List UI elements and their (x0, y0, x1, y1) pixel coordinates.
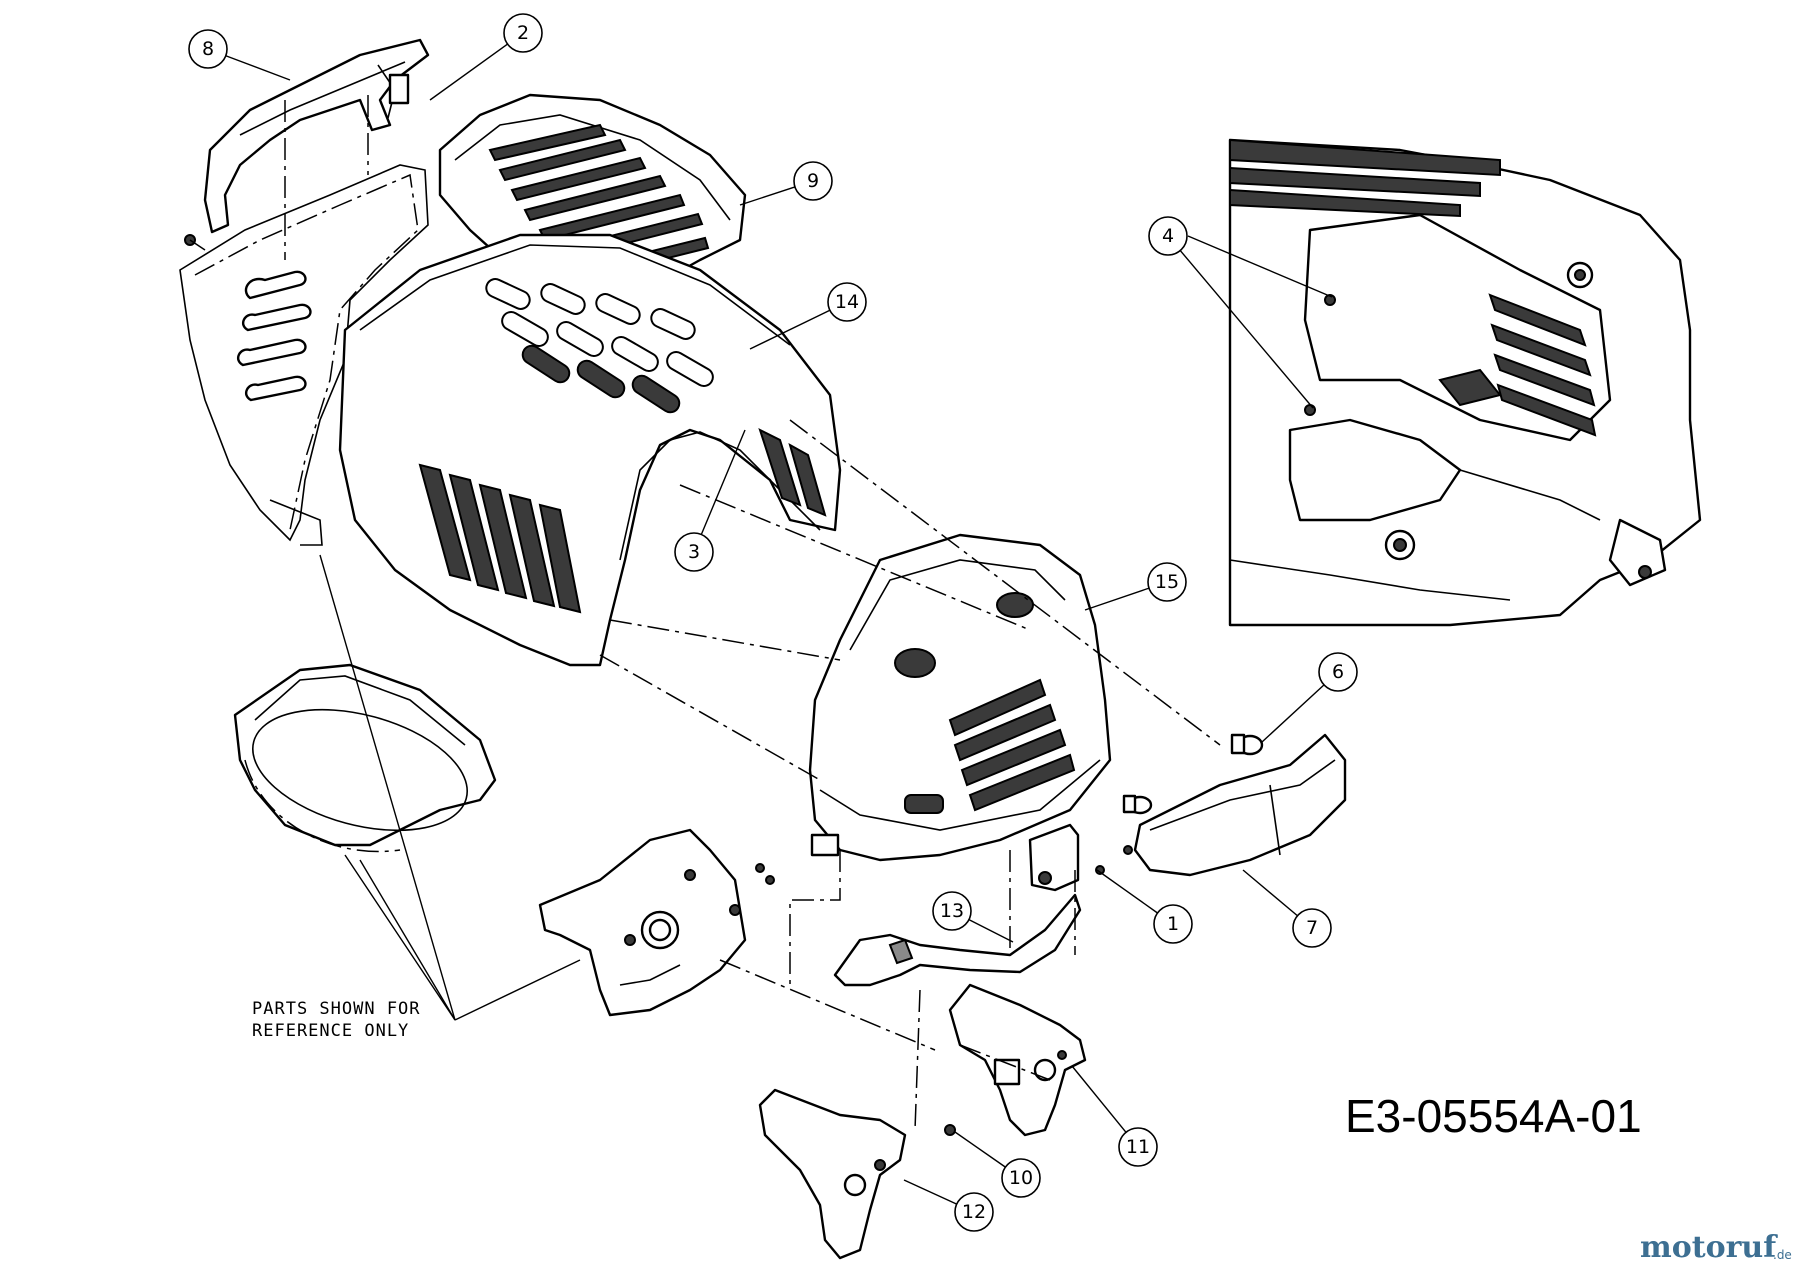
callout-4-circle (1148, 216, 1188, 256)
callout-1-circle (1153, 904, 1193, 944)
callout-9-label: 9 (807, 170, 819, 192)
callout-3: 3 (674, 429, 746, 572)
drawing-code: E3-05554A-01 (1345, 1090, 1642, 1142)
hood-part-14 (338, 233, 842, 667)
callout-6-label: 6 (1332, 661, 1344, 683)
callout-12-leader (903, 1179, 958, 1205)
side-panel-part-8 (184, 38, 430, 246)
callout-10-leader (954, 1131, 1006, 1168)
front-nose-part-15 (808, 533, 1112, 862)
nose-grille-bars (948, 678, 1076, 812)
callout-12: 12 (903, 1179, 994, 1232)
callout-14-label: 14 (835, 291, 859, 313)
callout-10: 10 (954, 1131, 1041, 1198)
callout-14: 14 (749, 282, 867, 350)
callout-2-leader (429, 43, 508, 101)
callout-12-label: 12 (962, 1201, 986, 1223)
hood-vent-slots (485, 278, 714, 414)
pivot-bracket-part-11 (948, 983, 1087, 1137)
callout-13-circle (932, 891, 972, 931)
reference-note-line-2: REFERENCE ONLY (252, 1021, 409, 1041)
left-bracket-reference (538, 828, 747, 1017)
brand-logo-text: motoruf (1640, 1230, 1778, 1265)
bumper-part-7 (1133, 733, 1347, 877)
callout-9-circle (793, 161, 833, 201)
callout-14-circle (827, 282, 867, 322)
callout-7: 7 (1242, 869, 1332, 948)
callout-7-circle (1292, 908, 1332, 948)
callout-4-label: 4 (1162, 225, 1174, 247)
callout-15: 15 (1084, 562, 1187, 611)
callout-13-label: 13 (940, 900, 964, 922)
callout-4-leader (1179, 250, 1314, 409)
callout-7-leader (1242, 869, 1298, 917)
callout-6: 6 (1261, 652, 1358, 743)
callout-11-circle (1118, 1127, 1158, 1167)
callout-9: 9 (739, 161, 833, 206)
callout-6-circle (1318, 652, 1358, 692)
callout-3-label: 3 (688, 541, 700, 563)
callout-4-leader-2 (1187, 235, 1333, 298)
plug-part-6 (1122, 733, 1264, 815)
callout-4: 4 (1148, 216, 1314, 409)
callout-9-leader (739, 186, 796, 206)
pivot-bracket-part-12 (758, 1088, 956, 1260)
callout-2: 2 (429, 13, 543, 101)
engine-shroud-reference (233, 663, 497, 853)
callout-15-circle (1147, 562, 1187, 602)
inset-top-ribs (1229, 138, 1501, 218)
callout-11: 11 (1071, 1065, 1158, 1167)
callout-1-leader (1096, 869, 1158, 914)
callout-1-label: 1 (1167, 913, 1179, 935)
assembly-lines (189, 95, 1221, 1131)
callout-15-label: 15 (1155, 571, 1179, 593)
callout-10-circle (1001, 1158, 1041, 1198)
callout-7-label: 7 (1306, 917, 1318, 939)
callout-2-circle (503, 13, 543, 53)
callout-14-leader (749, 309, 831, 350)
callout-3-leader (700, 429, 746, 535)
callout-13-leader (968, 918, 1014, 943)
inset-grille (1488, 293, 1597, 437)
callout-13: 13 (932, 891, 1014, 943)
hood-side-vents (418, 463, 582, 614)
nose-bracket-part-1 (755, 823, 1133, 892)
callout-1: 1 (1096, 869, 1193, 944)
callout-2-label: 2 (517, 22, 529, 44)
callout-12-circle (954, 1192, 994, 1232)
callout-8: 8 (188, 29, 291, 81)
detail-inset (1228, 138, 1702, 627)
callout-3-circle (674, 532, 714, 572)
rear-shield-reference (179, 164, 429, 546)
callout-15-leader (1084, 587, 1150, 611)
brand-watermark: motoruf .de (1640, 1230, 1792, 1265)
callout-8-leader (225, 55, 291, 81)
callout-11-leader (1071, 1065, 1127, 1133)
callout-10-label: 10 (1009, 1167, 1033, 1189)
callout-11-label: 11 (1126, 1136, 1150, 1158)
callout-8-label: 8 (202, 38, 214, 60)
callout-6-leader (1261, 684, 1325, 743)
callout-8-circle (188, 29, 228, 69)
hood-rear-vents (758, 428, 827, 517)
support-bar-part-13 (833, 893, 1082, 987)
reference-note: PARTS SHOWN FOR REFERENCE ONLY (252, 554, 581, 1041)
brand-logo-suffix: .de (1773, 1248, 1792, 1262)
reference-note-line-1: PARTS SHOWN FOR (252, 999, 421, 1019)
